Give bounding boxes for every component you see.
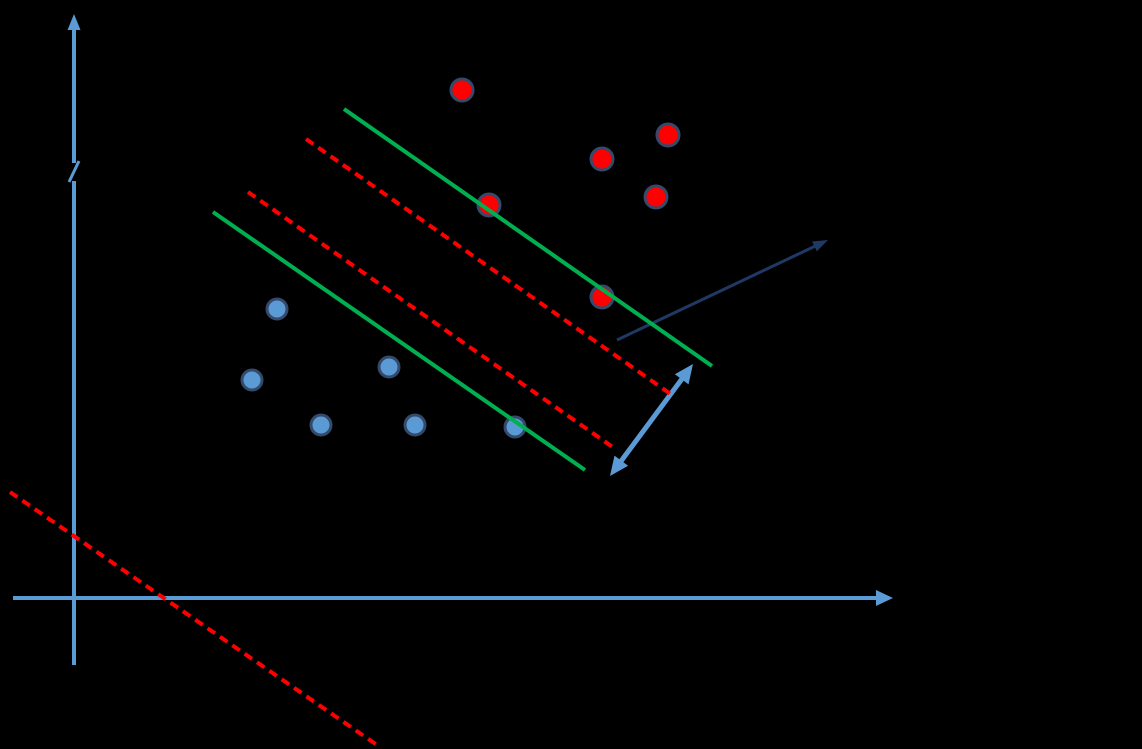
upper-hyperplane-red-dashed — [304, 137, 674, 397]
positive-class-points-2 — [589, 146, 615, 172]
lower-margin-boundary-green — [211, 210, 587, 472]
normal-vector-arrow-shaft — [616, 242, 821, 342]
negative-class-points-5 — [403, 413, 427, 437]
negative-class-points-3 — [377, 355, 401, 379]
negative-class-points-4 — [309, 413, 333, 437]
x-axis-head-end — [876, 590, 893, 606]
upper-margin-boundary-green — [342, 107, 714, 368]
normal-vector-arrow-head-end — [812, 240, 828, 252]
lower-hyperplane-red-dashed — [246, 190, 616, 450]
y-axis-break-mark — [67, 160, 81, 183]
positive-class-points-4 — [643, 184, 669, 210]
negative-class-points-2 — [240, 368, 264, 392]
positive-class-points-1 — [449, 77, 475, 103]
margin-width-double-arrow-shaft — [614, 371, 689, 469]
hyperplane-through-origin-red-dashed — [8, 490, 379, 747]
margin-width-double-arrow-head-start — [610, 455, 629, 476]
margin-width-double-arrow-head-end — [674, 364, 693, 385]
negative-class-points-1 — [265, 297, 289, 321]
positive-class-points-3 — [655, 122, 681, 148]
y-axis-upper-segment-head-end — [67, 14, 81, 30]
